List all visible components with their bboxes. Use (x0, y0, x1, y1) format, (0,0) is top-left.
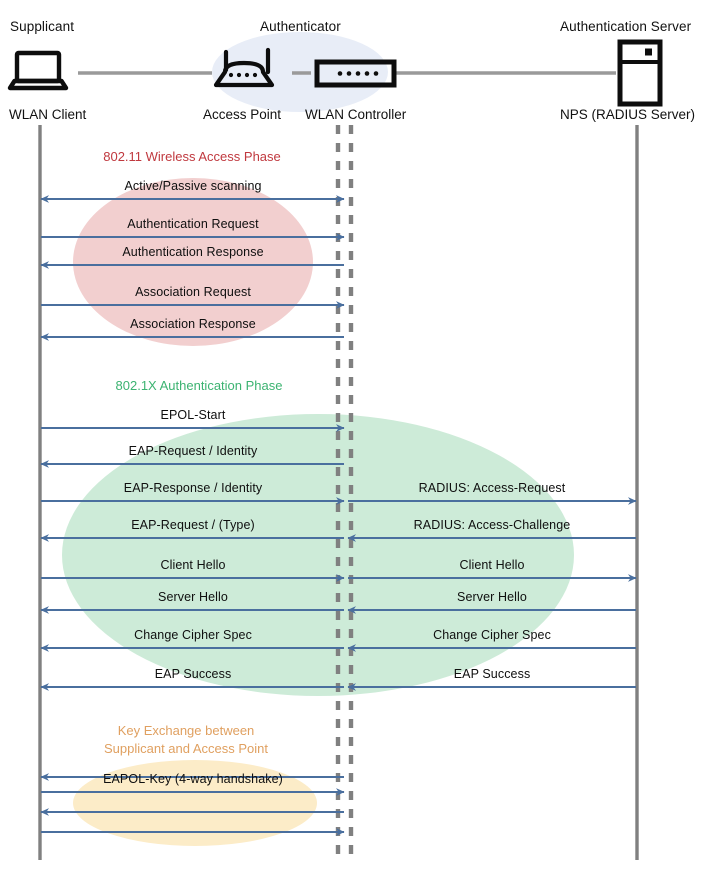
phase-802-1x-authentication-ellipse (62, 414, 574, 696)
msg-association-request-label: Association Request (135, 285, 251, 299)
server-rack-icon (617, 39, 663, 107)
msg-authentication-response-label: Authentication Response (122, 245, 264, 259)
node-label-access-point: Access Point (203, 107, 282, 122)
msg-eap-success-right-label: EAP Success (453, 667, 531, 681)
msg-radius-access-challenge-label: RADIUS: Access-Challenge (413, 518, 571, 532)
msg-server-hello-right-label: Server Hello (457, 590, 527, 604)
laptop-icon (7, 50, 69, 91)
network-switch-icon (314, 59, 397, 88)
phase-key-exchange-ellipse (73, 760, 317, 846)
role-label-supplicant: Supplicant (10, 19, 75, 34)
phase-key-exchange-title-line-2: Supplicant and Access Point (103, 741, 269, 756)
wireless-router-icon (213, 47, 275, 88)
msg-eap-request-type-label: EAP-Request / (Type) (131, 518, 255, 532)
msg-authentication-request-label: Authentication Request (127, 217, 259, 231)
node-label-nps-radius-server: NPS (RADIUS Server) (560, 107, 696, 122)
msg-change-cipher-spec-left-label: Change Cipher Spec (134, 628, 252, 642)
role-label-authentication-server: Authentication Server (560, 19, 692, 34)
msg-eapol-key-2-label: EAPOL-Key (4-way handshake) (103, 772, 283, 786)
msg-radius-access-request-label: RADIUS: Access-Request (418, 481, 566, 495)
phase-802-1x-authentication-title-line-1: 802.1X Authentication Phase (115, 378, 283, 393)
msg-eap-response-identity-label: EAP-Response / Identity (123, 481, 263, 495)
node-label-wlan-controller: WLAN Controller (305, 107, 407, 122)
phase-802-1x-authentication-title: 802.1X Authentication Phase (116, 377, 283, 395)
msg-change-cipher-spec-right-label: Change Cipher Spec (433, 628, 551, 642)
role-label-authenticator: Authenticator (260, 19, 341, 34)
msg-eap-request-identity-label: EAP-Request / Identity (128, 444, 258, 458)
phase-key-exchange-title-line-1: Key Exchange between (117, 723, 255, 738)
msg-client-hello-left-label: Client Hello (160, 558, 226, 572)
phase-802-11-wireless-access-title: 802.11 Wireless Access Phase (103, 148, 281, 166)
msg-server-hello-left-label: Server Hello (158, 590, 228, 604)
msg-association-response-label: Association Response (130, 317, 256, 331)
msg-eapol-start-label: EPOL-Start (160, 408, 226, 422)
msg-active-passive-scanning-label: Active/Passive scanning (124, 179, 262, 193)
node-label-wlan-client: WLAN Client (9, 107, 87, 122)
msg-client-hello-right-label: Client Hello (459, 558, 525, 572)
msg-eap-success-left-label: EAP Success (154, 667, 232, 681)
phase-802-11-wireless-access-ellipse (73, 178, 313, 346)
phase-802-11-wireless-access-title-line-1: 802.11 Wireless Access Phase (103, 149, 281, 164)
